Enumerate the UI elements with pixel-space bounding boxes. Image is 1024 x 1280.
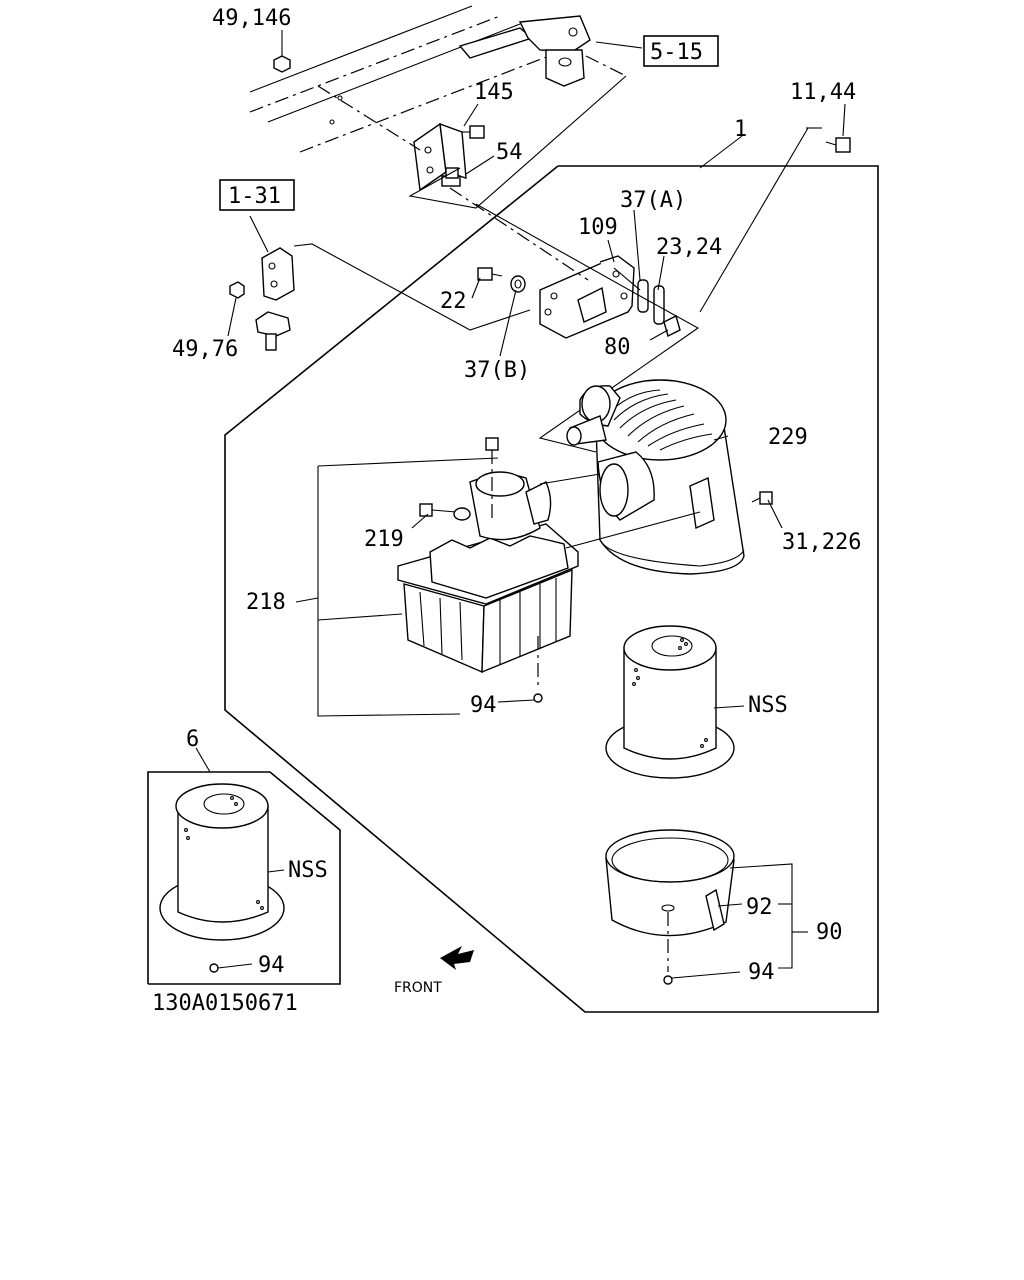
intake-box-218 bbox=[397, 437, 579, 703]
dust-cup-90 bbox=[605, 829, 735, 985]
air-cleaner-housing-229 bbox=[566, 379, 745, 575]
label-37a: 37(A) bbox=[620, 188, 686, 213]
label-49-76: 49,76 bbox=[172, 337, 238, 362]
label-1: 1 bbox=[734, 117, 747, 142]
grommet-37b bbox=[510, 275, 526, 293]
label-31-226: 31,226 bbox=[782, 530, 861, 555]
mount-bracket-109 bbox=[539, 255, 635, 339]
label-145: 145 bbox=[474, 80, 514, 105]
label-94-main: 94 bbox=[470, 693, 497, 718]
nut-49-146 bbox=[273, 30, 291, 73]
label-90: 90 bbox=[816, 920, 843, 945]
label-11-44: 11,44 bbox=[790, 80, 856, 105]
bolt-22 bbox=[477, 267, 503, 281]
label-218: 218 bbox=[246, 590, 286, 615]
label-54: 54 bbox=[496, 140, 523, 165]
block-80 bbox=[663, 314, 681, 338]
bracket-1-31 bbox=[229, 247, 295, 351]
label-ref-5-15: 5-15 bbox=[650, 40, 703, 65]
label-ref-1-31: 1-31 bbox=[228, 184, 281, 209]
label-front: FRONT bbox=[394, 980, 442, 996]
box-housing-links bbox=[539, 473, 701, 549]
bracket-54 bbox=[413, 122, 467, 192]
label-94-inset: 94 bbox=[258, 953, 285, 978]
assembly-boundary bbox=[224, 165, 879, 1013]
label-nss-inset: NSS bbox=[288, 858, 328, 883]
filter-dots bbox=[632, 638, 708, 748]
label-80: 80 bbox=[604, 335, 631, 360]
routing-lines bbox=[293, 55, 822, 453]
leader-lines bbox=[195, 41, 808, 979]
bolt-145 bbox=[462, 125, 485, 139]
label-23-24: 23,24 bbox=[656, 235, 722, 260]
label-219: 219 bbox=[364, 527, 404, 552]
label-nss-main: NSS bbox=[748, 693, 788, 718]
label-37b: 37(B) bbox=[464, 358, 530, 383]
label-22: 22 bbox=[440, 289, 467, 314]
label-94-bottom: 94 bbox=[748, 960, 775, 985]
diagram-code: 130A0150671 bbox=[152, 991, 298, 1016]
strap-37a bbox=[637, 279, 649, 313]
ref-box-1-31 bbox=[219, 179, 295, 211]
label-229: 229 bbox=[768, 425, 808, 450]
ref-box-5-15 bbox=[643, 35, 719, 67]
front-arrow-icon bbox=[440, 946, 474, 970]
label-49-146: 49,146 bbox=[212, 6, 291, 31]
label-109: 109 bbox=[578, 215, 618, 240]
housing-fins bbox=[609, 389, 713, 451]
filter-element-main bbox=[605, 625, 735, 779]
box-ribs bbox=[419, 578, 557, 664]
bolt-11-44 bbox=[825, 103, 851, 153]
upper-lever-bracket bbox=[458, 15, 591, 87]
label-92: 92 bbox=[746, 895, 773, 920]
inset-filter-6 bbox=[147, 771, 341, 985]
label-6: 6 bbox=[186, 727, 199, 752]
